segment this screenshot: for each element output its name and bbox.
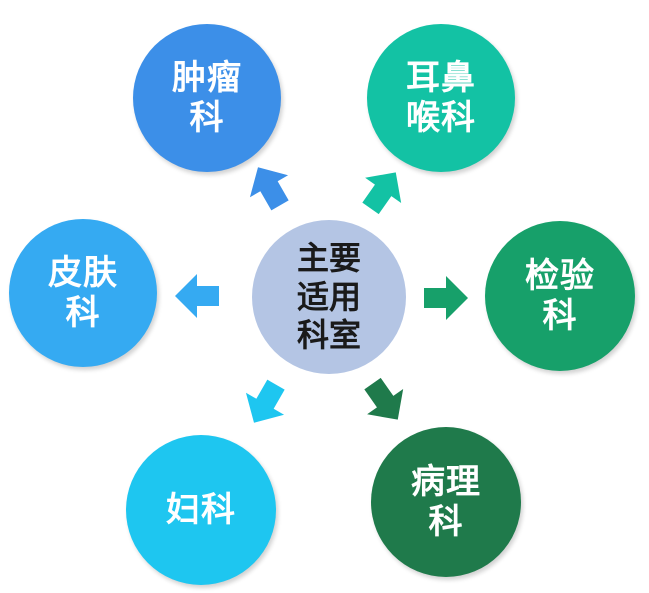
center-node-main-departments: 主要 适用 科室 [252, 220, 406, 374]
node-pathology: 病理 科 [371, 427, 521, 577]
gynecology-label-line-1: 妇科 [166, 489, 236, 530]
lab-label-line-1: 检验 [525, 255, 595, 296]
arrow-shape-dermatology [175, 274, 219, 318]
arrow-to-dermatology [175, 274, 219, 318]
arrow-to-lab [424, 276, 468, 320]
arrow-shape-ent [362, 172, 402, 215]
pathology-label-line-2: 科 [428, 502, 464, 542]
oncology-label-line-2: 科 [189, 98, 225, 138]
arrow-shape-lab [424, 276, 468, 320]
arrow-shape-gynecology [245, 379, 285, 423]
node-dermatology: 皮肤 科 [9, 219, 157, 367]
node-oncology: 肿瘤 科 [133, 24, 281, 172]
ent-label-line-1: 耳鼻 [406, 57, 476, 98]
lab-label-line-2: 科 [542, 296, 578, 336]
dermatology-label-line-1: 皮肤 [48, 252, 118, 293]
center-label-line-1: 主要 [296, 239, 361, 278]
arrow-to-pathology [364, 377, 404, 420]
arrow-shape-oncology [249, 167, 289, 211]
dermatology-label-line-2: 科 [65, 293, 101, 333]
node-ent: 耳鼻 喉科 [367, 24, 515, 172]
arrow-to-ent [362, 172, 402, 215]
arrow-to-oncology [249, 167, 289, 211]
ent-label-line-2: 喉科 [406, 98, 476, 138]
arrow-shape-pathology [364, 377, 404, 420]
node-gynecology: 妇科 [126, 435, 276, 585]
center-label-line-2: 适用 [296, 277, 361, 316]
node-lab: 检验 科 [485, 221, 635, 371]
pathology-label-line-1: 病理 [411, 461, 481, 502]
center-label-line-3: 科室 [296, 316, 361, 355]
oncology-label-line-1: 肿瘤 [172, 57, 242, 98]
arrow-to-gynecology [245, 379, 285, 423]
